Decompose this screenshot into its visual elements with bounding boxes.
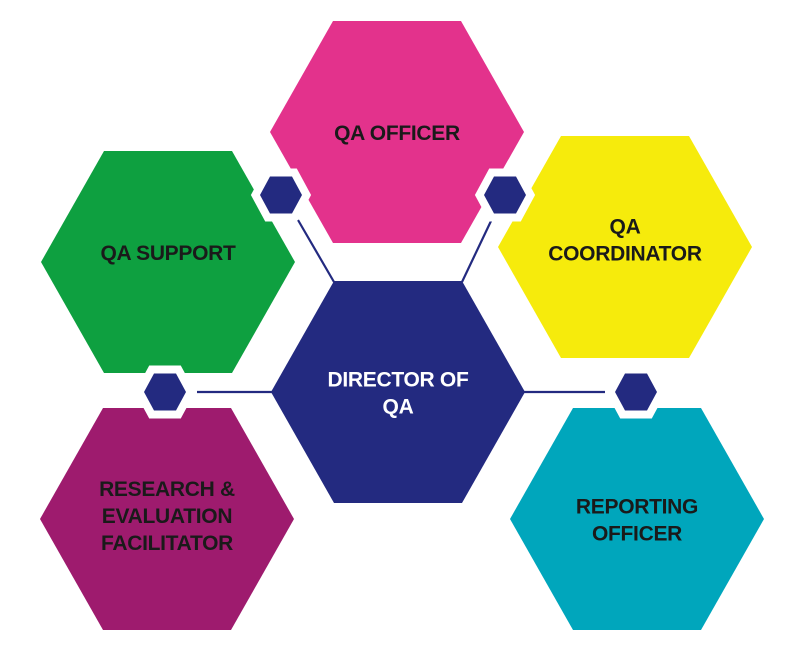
- hexagon-qa-support: [41, 151, 295, 373]
- research-evaluation-facilitator-label: RESEARCH & EVALUATION FACILITATOR: [99, 478, 235, 555]
- hexagon-research-evaluation-facilitator: [40, 408, 294, 630]
- connector-line: [297, 219, 335, 283]
- qa-support-label: QA SUPPORT: [100, 242, 236, 265]
- connector-node-hexagon: [615, 373, 657, 411]
- hexagon-director: [271, 281, 525, 503]
- connector-line: [461, 220, 492, 283]
- qa-coordinator-label: QA COORDINATOR: [548, 216, 702, 266]
- hexagon-reporting-officer: [510, 408, 764, 630]
- reporting-officer-label-line: OFFICER: [592, 523, 682, 546]
- hexagon-qa-officer: [270, 21, 524, 243]
- qa-officer-label-line: QA OFFICER: [334, 122, 460, 145]
- connector-node-hexagon: [484, 176, 526, 214]
- research-evaluation-facilitator-label-line: EVALUATION: [102, 505, 232, 528]
- director-label-line: DIRECTOR OF: [328, 369, 469, 392]
- hexagon-qa-coordinator: [498, 136, 752, 358]
- research-evaluation-facilitator-label-line: RESEARCH &: [99, 478, 235, 501]
- connector-node-hexagon: [260, 176, 302, 214]
- qa-coordinator-label-line: COORDINATOR: [548, 243, 702, 266]
- qa-officer-label: QA OFFICER: [334, 122, 460, 145]
- director-label: DIRECTOR OF QA: [328, 369, 469, 419]
- qa-support-label-line: QA SUPPORT: [100, 242, 236, 265]
- connector-node-hexagon: [144, 373, 186, 411]
- reporting-officer-label-line: REPORTING: [576, 496, 698, 519]
- reporting-officer-label: REPORTING OFFICER: [576, 496, 698, 546]
- director-label-line: QA: [383, 396, 414, 419]
- qa-coordinator-label-line: QA: [610, 216, 641, 239]
- research-evaluation-facilitator-label-line: FACILITATOR: [101, 532, 233, 555]
